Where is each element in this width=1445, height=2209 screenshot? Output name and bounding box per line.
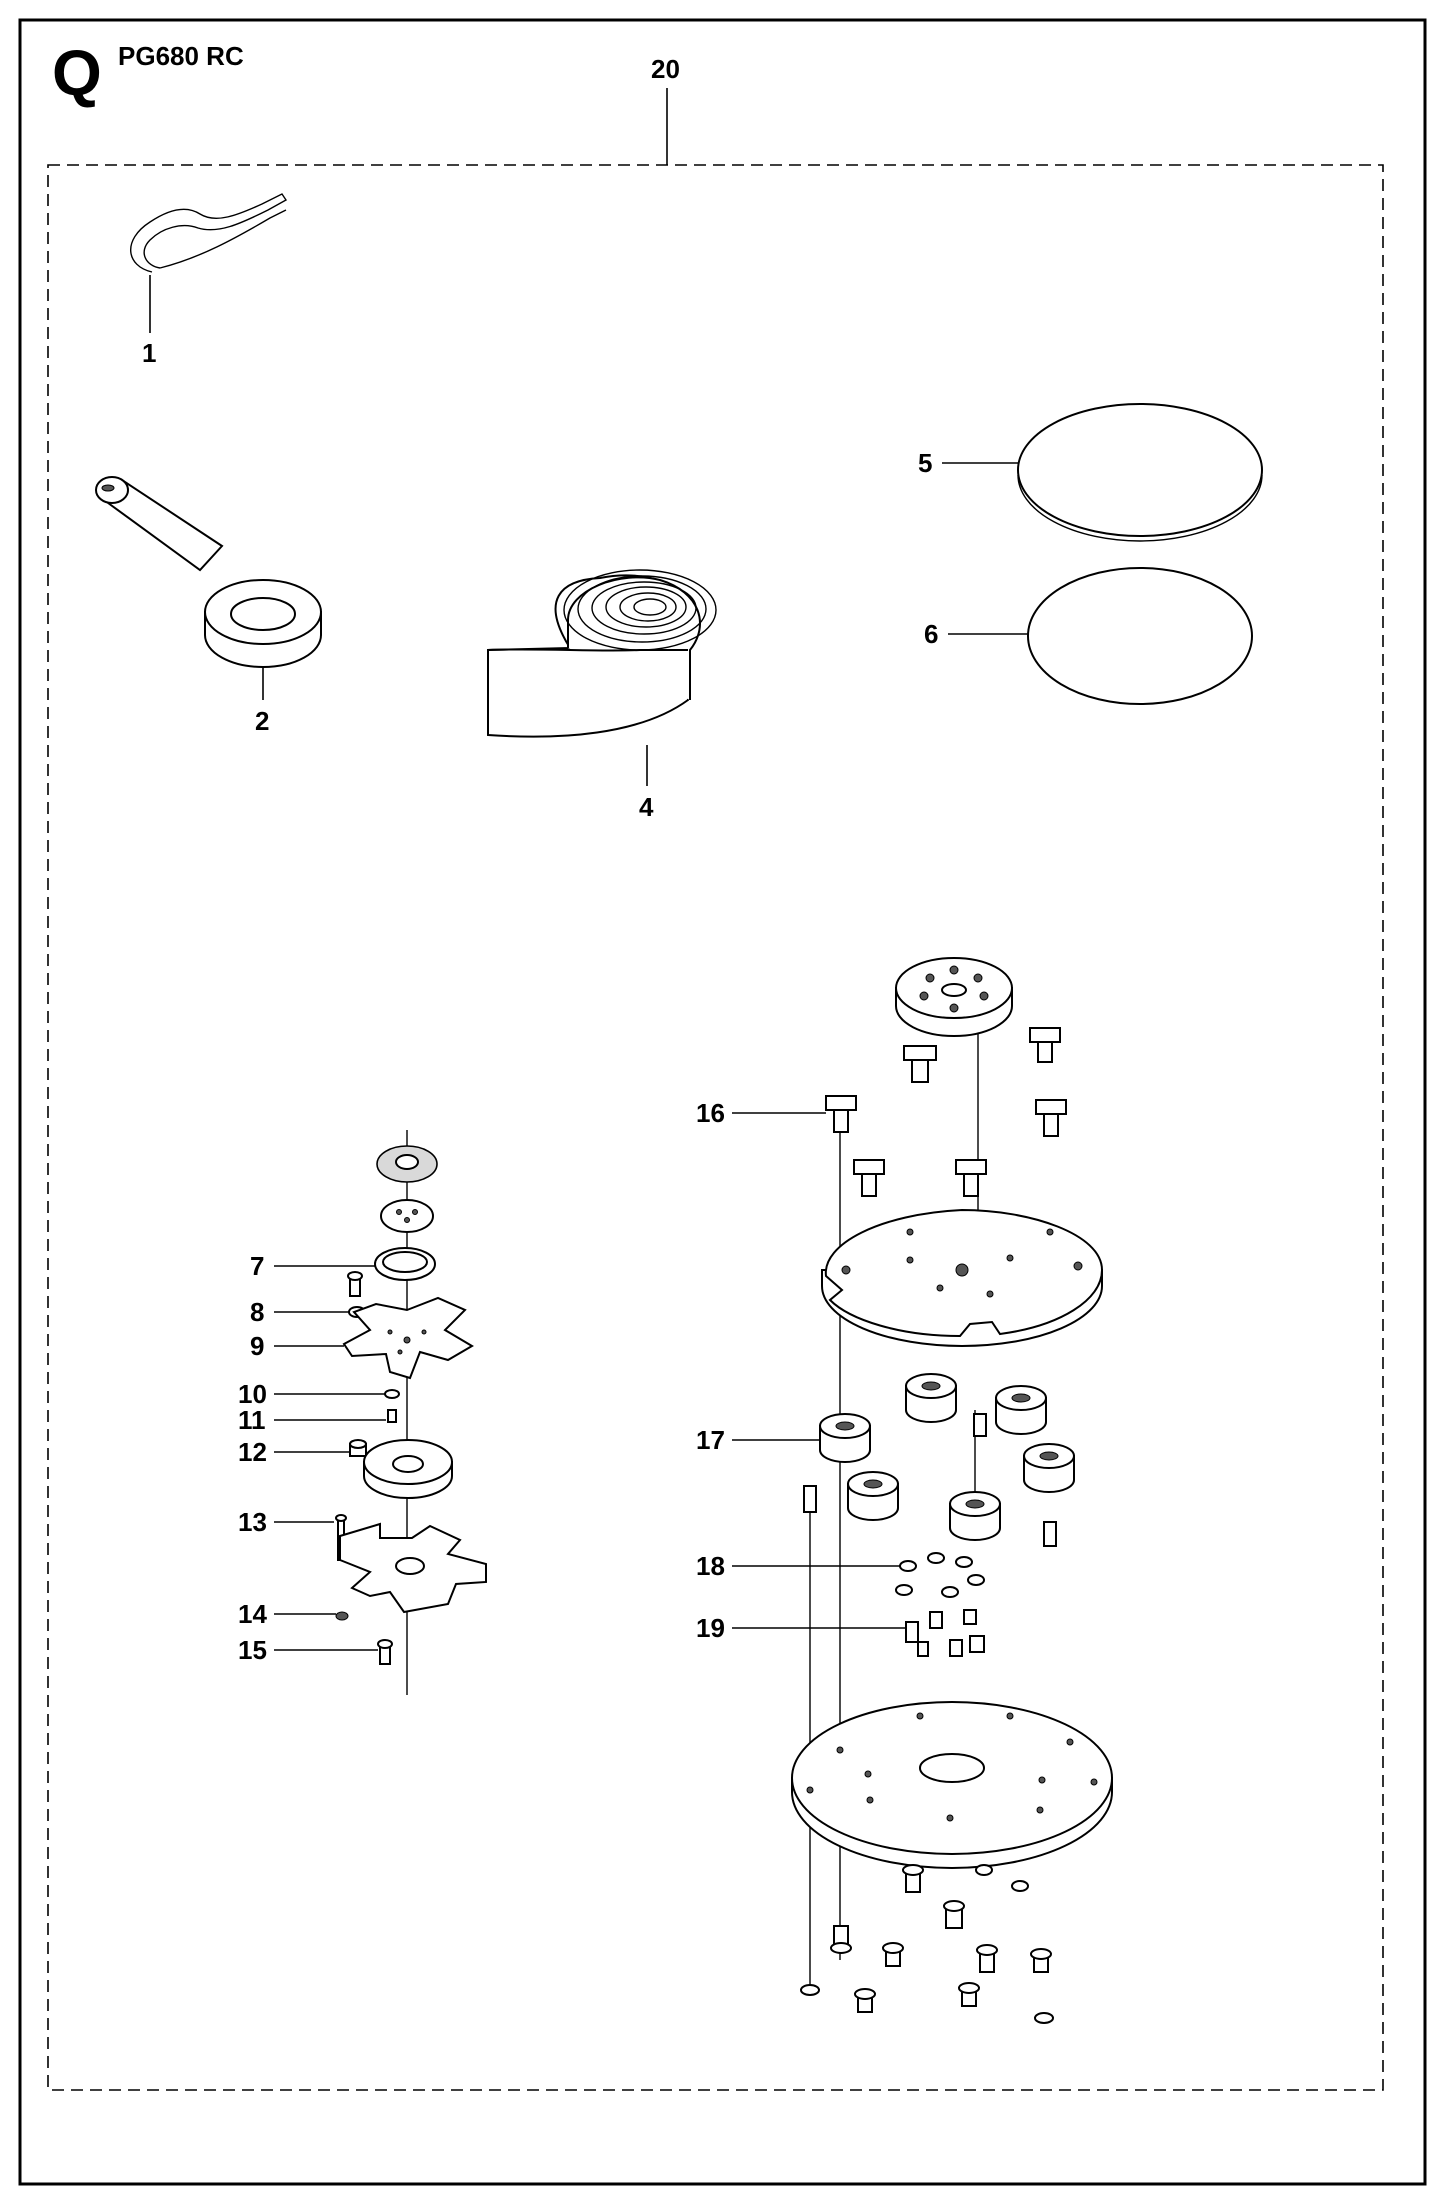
t-nut-c (1029, 1027, 1061, 1063)
part-1-hairpin-clip (130, 193, 288, 273)
callout-12-label: 12 (238, 1437, 267, 1467)
spacer-b (905, 1373, 957, 1423)
small-assembly (335, 1130, 487, 1695)
model-title: PG680 RC (118, 41, 244, 71)
callout-10-label: 10 (238, 1379, 267, 1409)
spacer-a (819, 1413, 871, 1463)
callout-19-label: 19 (696, 1613, 725, 1643)
spacer-e (847, 1471, 899, 1521)
callout-7-label: 7 (250, 1251, 264, 1281)
outer-frame (18, 18, 1427, 2186)
kit-boundary-dashed (47, 164, 1384, 2091)
callout-8-label: 8 (250, 1297, 264, 1327)
large-assembly (791, 957, 1113, 2024)
callout-18-label: 18 (696, 1551, 725, 1581)
callout-14-label: 14 (238, 1599, 267, 1629)
callout-13-label: 13 (238, 1507, 267, 1537)
part-6-disc (1027, 567, 1253, 705)
callout-2-label: 2 (255, 706, 269, 736)
callout-16-label: 16 (696, 1098, 725, 1128)
t-nut-b (1035, 1099, 1067, 1137)
t-nut-a (903, 1045, 937, 1083)
callout-6-label: 6 (924, 619, 938, 649)
spacer-f (949, 1491, 1001, 1541)
callout-5-label: 5 (918, 448, 932, 478)
assembly-ref-label: 20 (651, 54, 680, 84)
spacer-c (995, 1385, 1047, 1435)
callout-11-label: 11 (238, 1405, 266, 1435)
part-5-disc (1017, 403, 1263, 542)
t-nut-d (825, 1095, 857, 1133)
callout-4-label: 4 (639, 792, 654, 822)
section-letter: Q (52, 37, 102, 109)
part-4-tape-roll (487, 569, 717, 738)
callout-1-label: 1 (142, 338, 156, 368)
spacer-d (1023, 1443, 1075, 1493)
part-2-eye-bolt (95, 476, 322, 668)
callout-15-label: 15 (238, 1635, 267, 1665)
t-nut-f (955, 1159, 987, 1197)
callout-17-label: 17 (696, 1425, 725, 1455)
t-nut-e (853, 1159, 885, 1197)
callout-9-label: 9 (250, 1331, 264, 1361)
